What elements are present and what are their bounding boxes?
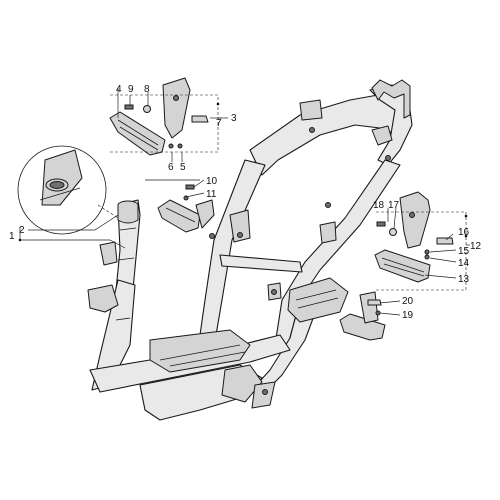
callout-17: 17 xyxy=(388,200,400,211)
callout-18: 18 xyxy=(373,200,385,211)
callout-4: 4 xyxy=(116,84,122,95)
callout-14: 14 xyxy=(458,258,470,269)
callout-7: 7 xyxy=(216,118,222,129)
callout-19: 19 xyxy=(402,310,414,321)
callout-20: 20 xyxy=(402,296,414,307)
callout-2: 2 xyxy=(19,225,25,236)
callout-6: 6 xyxy=(168,162,174,173)
callout-12: 12 xyxy=(470,241,482,252)
steering-bush-detail xyxy=(17,145,119,235)
scooter-frame xyxy=(87,79,413,421)
callout-3: 3 xyxy=(231,113,237,124)
callout-8: 8 xyxy=(144,84,150,95)
callout-labels: 1 2 3 4 5 6 7 8 9 10 11 12 13 14 15 16 1… xyxy=(9,84,482,321)
leader-dots xyxy=(18,102,468,242)
leader-lines xyxy=(19,88,470,316)
right-footrest-assembly xyxy=(339,191,467,341)
callout-10: 10 xyxy=(206,176,218,187)
callout-13: 13 xyxy=(458,274,470,285)
callout-15: 15 xyxy=(458,246,470,257)
callout-1: 1 xyxy=(9,231,15,242)
callout-9: 9 xyxy=(128,84,134,95)
center-footrest-assembly xyxy=(145,179,215,233)
callout-5: 5 xyxy=(180,162,186,173)
callout-16: 16 xyxy=(458,227,470,238)
callout-11: 11 xyxy=(206,189,217,200)
left-footrest-assembly xyxy=(109,77,219,156)
